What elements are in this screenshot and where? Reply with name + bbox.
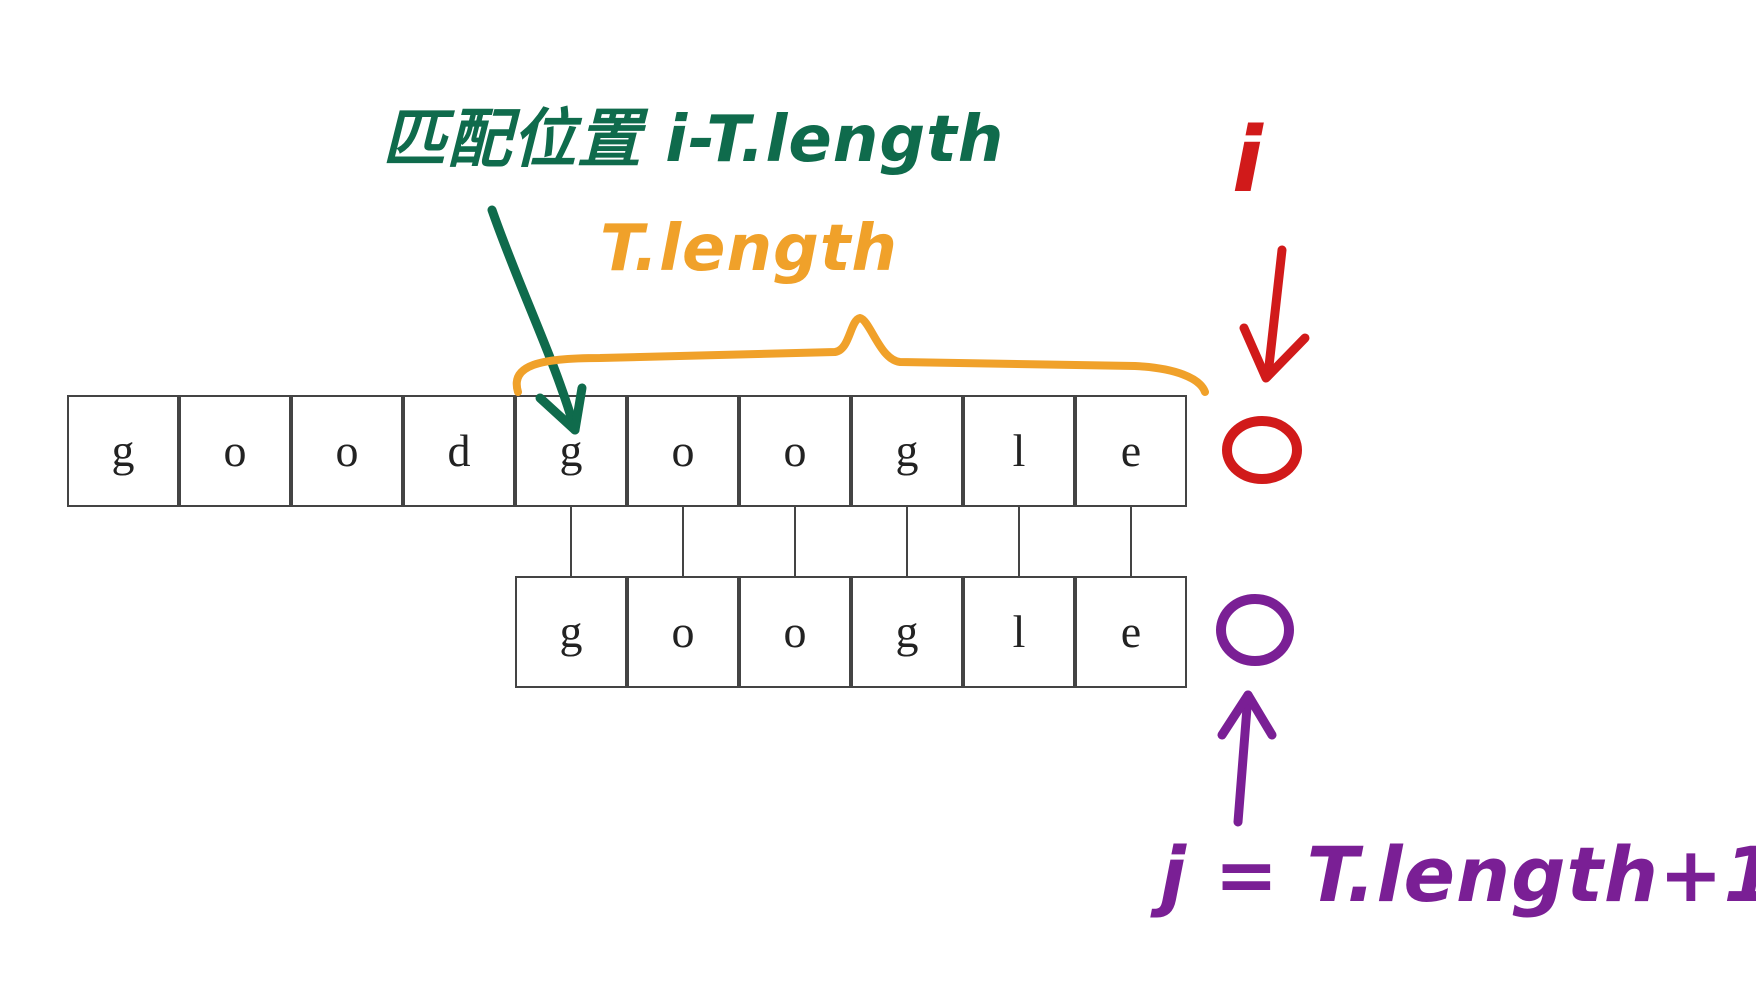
- text-cell-5: o: [627, 395, 739, 507]
- pattern-cell-4: l: [963, 576, 1075, 688]
- text-cell-3: d: [403, 395, 515, 507]
- connector-line-4: [1018, 507, 1020, 576]
- connector-line-5: [1130, 507, 1132, 576]
- connector-line-0: [570, 507, 572, 576]
- t-length-label: T.length: [600, 212, 898, 286]
- i-label: i: [1232, 108, 1264, 213]
- text-cell-6: o: [739, 395, 851, 507]
- pattern-cell-0: g: [515, 576, 627, 688]
- text-cell-7: g: [851, 395, 963, 507]
- match-position-label: 匹配位置 i-T.length: [382, 103, 1005, 177]
- pattern-cell-3: g: [851, 576, 963, 688]
- text-cell-1: o: [179, 395, 291, 507]
- text-cell-8: l: [963, 395, 1075, 507]
- i-arrowhead: [1239, 323, 1310, 383]
- connector-line-2: [794, 507, 796, 576]
- j-arrowhead: [1217, 690, 1277, 740]
- j-marker-circle: [1216, 594, 1294, 666]
- pattern-cell-2: o: [739, 576, 851, 688]
- i-arrow: [1263, 245, 1287, 380]
- connector-line-1: [682, 507, 684, 576]
- pattern-cell-1: o: [627, 576, 739, 688]
- t-length-brace: [512, 314, 1209, 396]
- pattern-cell-5: e: [1075, 576, 1187, 688]
- connector-line-3: [906, 507, 908, 576]
- text-cell-4: g: [515, 395, 627, 507]
- text-cell-9: e: [1075, 395, 1187, 507]
- text-cell-2: o: [291, 395, 403, 507]
- j-label: j = T.length+1: [1160, 830, 1756, 919]
- i-marker-circle: [1222, 416, 1302, 484]
- text-cell-0: g: [67, 395, 179, 507]
- j-arrow: [1233, 690, 1253, 827]
